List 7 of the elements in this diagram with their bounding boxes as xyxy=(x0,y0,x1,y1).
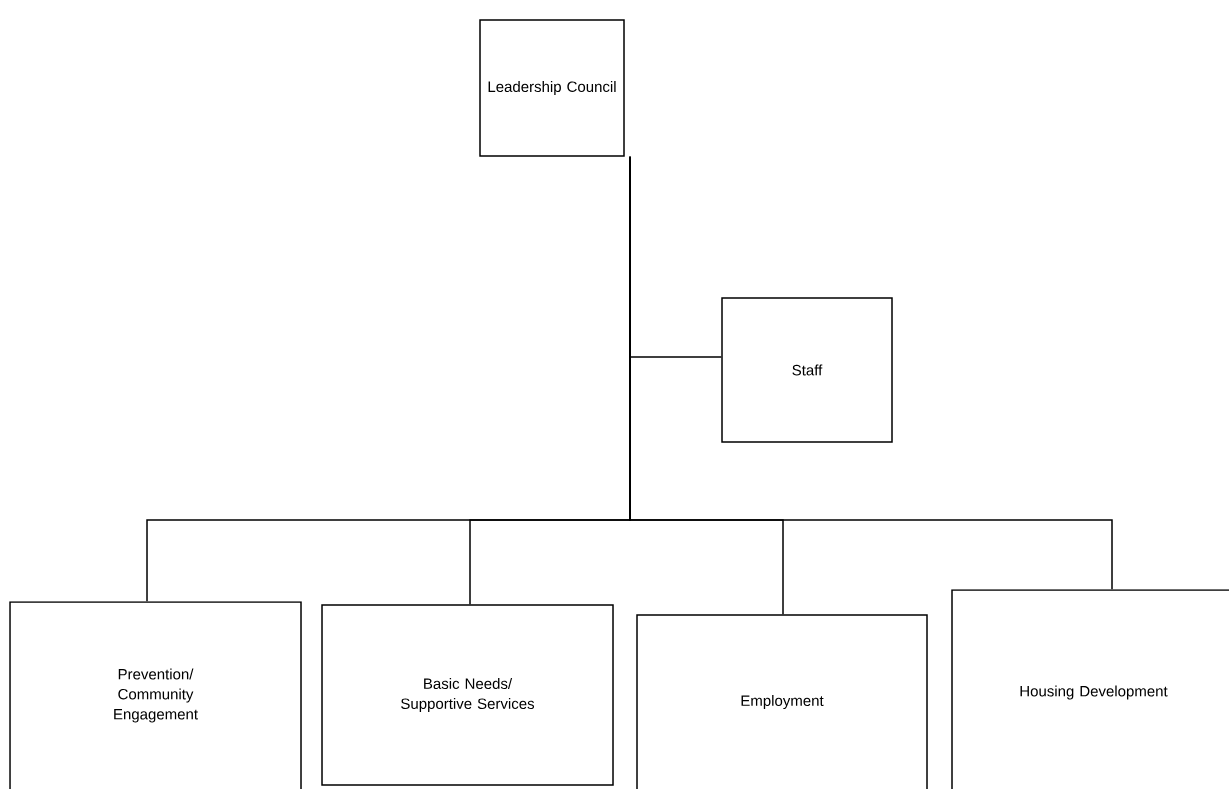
org-box: Housing Development xyxy=(951,589,1229,789)
org-box: Basic Needs/ Supportive Services xyxy=(321,604,614,786)
connector-line xyxy=(629,156,1113,590)
org-box: Leadership Council xyxy=(479,19,625,157)
org-box: Prevention/ Community Engagement xyxy=(9,601,302,789)
org-box: Employment xyxy=(636,614,928,789)
org-box: Staff xyxy=(721,297,893,443)
